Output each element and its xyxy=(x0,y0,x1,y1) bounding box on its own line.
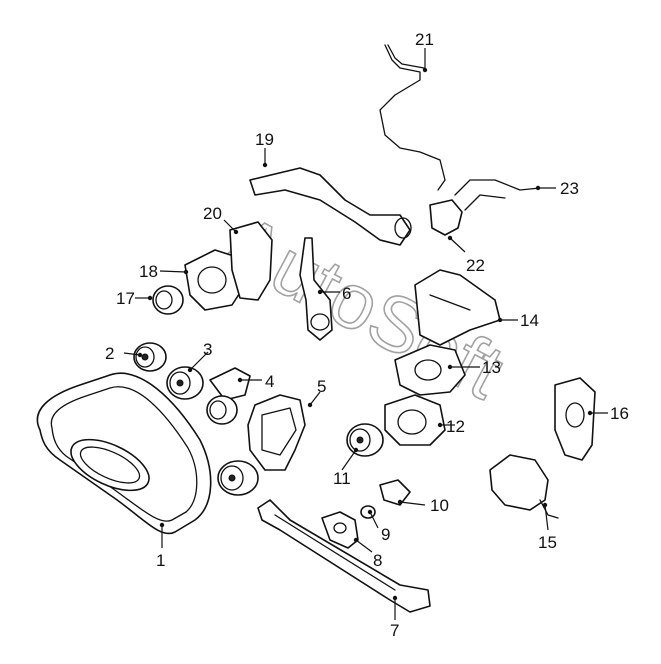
callout-15: 15 xyxy=(538,533,557,552)
callout-6: 6 xyxy=(342,284,351,303)
vacuum-line xyxy=(379,44,446,191)
leader-lines xyxy=(123,48,608,620)
upper-coolant-pipe xyxy=(249,167,412,246)
pipe-bracket xyxy=(454,179,541,211)
callout-12: 12 xyxy=(446,417,465,436)
water-pump xyxy=(384,394,446,446)
callout-14: 14 xyxy=(520,311,539,330)
callout-8: 8 xyxy=(373,551,382,570)
small-pulley xyxy=(152,285,184,315)
callout-dots xyxy=(137,67,593,601)
support-bar xyxy=(257,499,431,613)
callout-3: 3 xyxy=(203,340,212,359)
callout-9: 9 xyxy=(381,525,390,544)
callout-16: 16 xyxy=(610,404,629,423)
callout-20: 20 xyxy=(203,204,222,223)
guide-pulley xyxy=(166,366,204,400)
thermostat-housing xyxy=(394,344,466,396)
callout-2: 2 xyxy=(105,344,114,363)
callout-22: 22 xyxy=(466,256,485,275)
pump-pulley xyxy=(346,423,384,457)
callout-13: 13 xyxy=(482,358,501,377)
gasket-plate xyxy=(554,377,596,461)
callout-23: 23 xyxy=(560,179,579,198)
callout-5: 5 xyxy=(317,377,326,396)
callout-18: 18 xyxy=(139,262,158,281)
drive-belt xyxy=(36,372,212,535)
callout-11: 11 xyxy=(333,469,351,488)
callout-7: 7 xyxy=(390,621,399,640)
callout-1: 1 xyxy=(156,551,165,570)
idler-pulley xyxy=(133,342,167,372)
callout-labels: 1 2 3 4 5 6 7 8 9 10 11 12 13 14 15 16 1… xyxy=(105,30,629,640)
control-valve xyxy=(429,199,463,236)
callout-10: 10 xyxy=(430,496,449,515)
pump-housing xyxy=(229,221,273,301)
coolant-pipe xyxy=(299,237,333,341)
callout-17: 17 xyxy=(116,289,135,308)
pump-assembly xyxy=(217,394,306,496)
callout-21: 21 xyxy=(415,30,434,49)
sensor xyxy=(379,479,411,506)
belt-tensioner xyxy=(206,367,251,425)
callout-19: 19 xyxy=(255,130,274,149)
callout-4: 4 xyxy=(265,372,274,391)
oil-pump xyxy=(489,454,559,519)
